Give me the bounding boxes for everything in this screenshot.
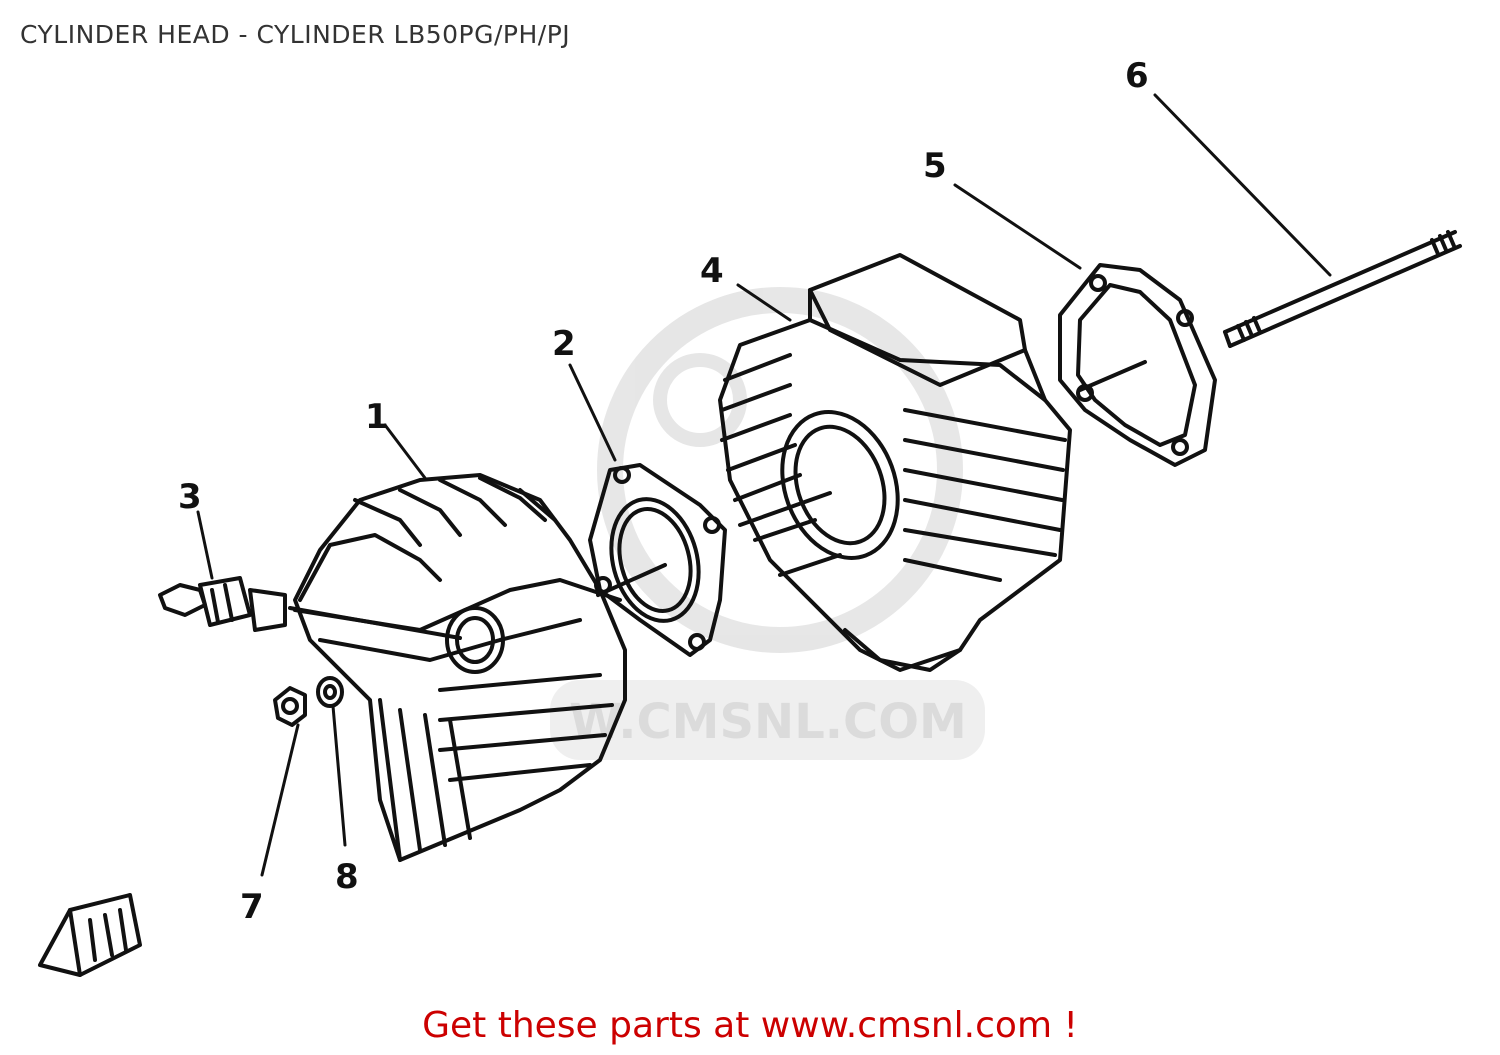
base-gasket bbox=[1058, 263, 1217, 467]
callout-1: 1 bbox=[365, 397, 389, 437]
callout-8: 8 bbox=[335, 857, 359, 897]
head-gasket bbox=[588, 463, 727, 657]
nut bbox=[273, 686, 307, 727]
page-title: CYLINDER HEAD - CYLINDER LB50PG/PH/PJ bbox=[20, 20, 571, 49]
callout-4: 4 bbox=[700, 251, 724, 291]
leader-lines bbox=[196, 93, 1332, 877]
callout-2: 2 bbox=[552, 324, 576, 364]
callout-3: 3 bbox=[178, 477, 202, 517]
watermark-text: W.CMSNL.COM bbox=[569, 694, 967, 750]
spark-plug bbox=[158, 576, 287, 632]
stud-bolt bbox=[1223, 230, 1462, 348]
front-direction-marker bbox=[38, 893, 142, 977]
exploded-parts-diagram: W.CMSNL.COM bbox=[38, 56, 1462, 977]
cylinder bbox=[718, 253, 1072, 672]
callout-7: 7 bbox=[240, 887, 264, 927]
callout-5: 5 bbox=[923, 146, 947, 186]
callout-6: 6 bbox=[1125, 56, 1149, 96]
cylinder-head bbox=[288, 473, 627, 862]
washer bbox=[316, 676, 344, 708]
footer-link[interactable]: Get these parts at www.cmsnl.com ! bbox=[422, 1005, 1078, 1046]
